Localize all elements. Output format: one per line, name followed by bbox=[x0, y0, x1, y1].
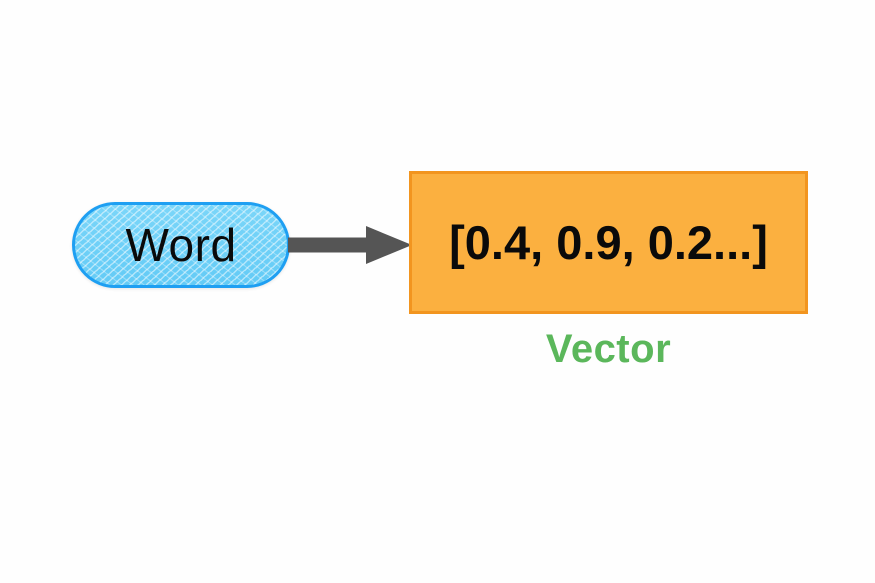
vector-node-caption: Vector bbox=[545, 327, 672, 371]
vector-node-value: [0.4, 0.9, 0.2...] bbox=[449, 216, 768, 269]
arrow-icon bbox=[288, 226, 412, 264]
word-node[interactable]: Word bbox=[72, 202, 290, 288]
word-node-label: Word bbox=[125, 219, 237, 271]
vector-node[interactable]: [0.4, 0.9, 0.2...] bbox=[409, 171, 808, 314]
word-to-vector-arrow bbox=[288, 226, 412, 264]
